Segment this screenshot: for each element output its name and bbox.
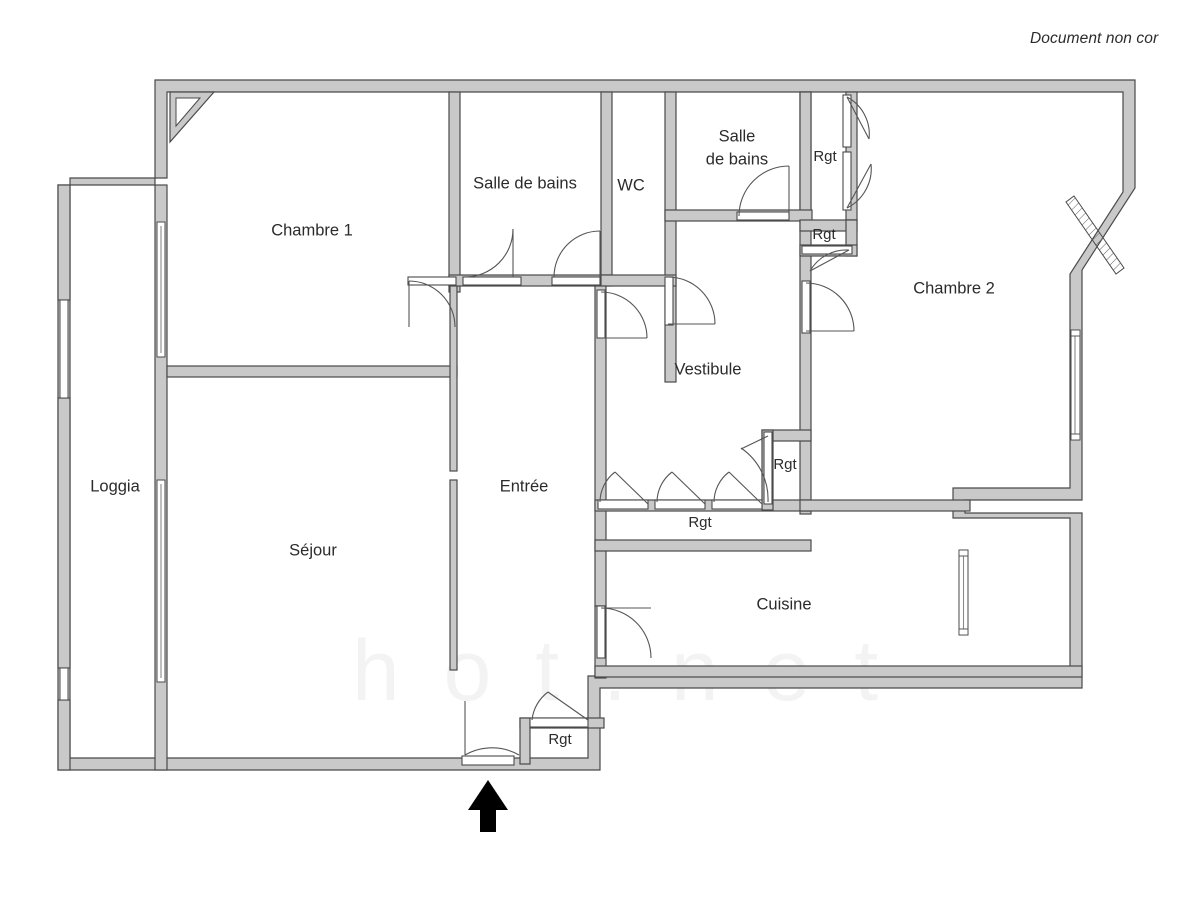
door-rgt-vestibule — [740, 431, 773, 505]
door-rgt-top-right-b — [842, 151, 872, 211]
window-chambre1 — [156, 221, 166, 358]
door-chambre1 — [407, 276, 457, 328]
room-label-vestibule: Vestibule — [675, 360, 742, 378]
window-loggia-lower — [59, 667, 69, 701]
wall-sdb1-wc — [600, 91, 613, 286]
door-chambre2 — [801, 280, 855, 334]
door-entree-vestibule — [596, 289, 648, 339]
door-rgt-corridor-3 — [711, 471, 763, 510]
wall-rgt-column-left — [799, 91, 812, 221]
window-chambre2-angled — [1065, 195, 1125, 275]
storage-label-small-right: Rgt — [812, 226, 836, 243]
wall-chambre1-sdb1 — [448, 91, 461, 293]
wall-rgt-corridor-bottom — [594, 539, 812, 552]
room-label-sejour: Séjour — [289, 541, 337, 559]
windows — [59, 195, 1125, 701]
walls — [57, 79, 1136, 771]
storage-label-vestibule: Rgt — [773, 456, 797, 473]
wall-rgt-entry-left — [519, 717, 531, 765]
room-label-sdb2-line2: de bains — [706, 150, 768, 168]
door-rgt-entry — [529, 691, 589, 728]
storage-label-corridor: Rgt — [688, 514, 712, 531]
storage-labels: Rgt Rgt Rgt Rgt Rgt — [548, 148, 837, 748]
storage-label-entry: Rgt — [548, 731, 572, 748]
wall-loggia-pier-1 — [57, 184, 71, 301]
wall-cuisine-bottom — [594, 665, 1083, 678]
window-sejour — [156, 479, 166, 683]
wall-loggia-pier-2 — [57, 397, 71, 669]
wall-chambre2-cuisine — [799, 499, 971, 512]
door-main-entrance — [461, 701, 520, 766]
storage-label-top-right: Rgt — [813, 148, 837, 165]
chamfer-wall-chambre1-inner — [175, 97, 202, 128]
door-wc — [664, 276, 716, 326]
wall-wc-sdb2 — [664, 91, 677, 383]
room-label-loggia: Loggia — [90, 477, 140, 495]
wall-chambre1-sejour — [166, 365, 458, 378]
doors — [407, 94, 872, 766]
room-label-chambre1: Chambre 1 — [271, 221, 353, 239]
window-cuisine-right — [958, 549, 969, 636]
room-label-sdb2-line1: Salle — [719, 127, 756, 145]
room-label-wc: WC — [617, 176, 645, 194]
wall-sejour-entree-lower — [449, 479, 458, 671]
door-rgt-top-right-a — [842, 94, 870, 148]
entry-arrow — [468, 780, 508, 832]
window-loggia-upper — [59, 299, 69, 399]
door-rgt-corridor-2 — [654, 471, 706, 510]
room-label-sdb1: Salle de bains — [473, 174, 577, 192]
room-labels: Chambre 1 Séjour Loggia Salle de bains W… — [90, 127, 995, 613]
room-label-chambre2: Chambre 2 — [913, 279, 995, 297]
wall-sejour-entree-upper — [449, 285, 458, 472]
door-sdb1 — [462, 228, 522, 286]
outer-wall-envelope — [57, 79, 1136, 771]
room-label-cuisine: Cuisine — [756, 595, 811, 613]
door-rgt-corridor-1 — [597, 471, 649, 510]
window-chambre2-right — [1070, 329, 1081, 441]
door-rgt-small-right — [801, 245, 853, 272]
wall-loggia-pier-3 — [57, 699, 71, 771]
wall-wc-bottom — [600, 274, 677, 287]
room-label-entree: Entrée — [500, 477, 549, 495]
door-entree-cuisine — [596, 605, 652, 659]
door-sdb2 — [736, 165, 790, 221]
door-sdb1-b — [551, 230, 601, 286]
disclaimer-text: Document non cor — [1030, 30, 1159, 47]
